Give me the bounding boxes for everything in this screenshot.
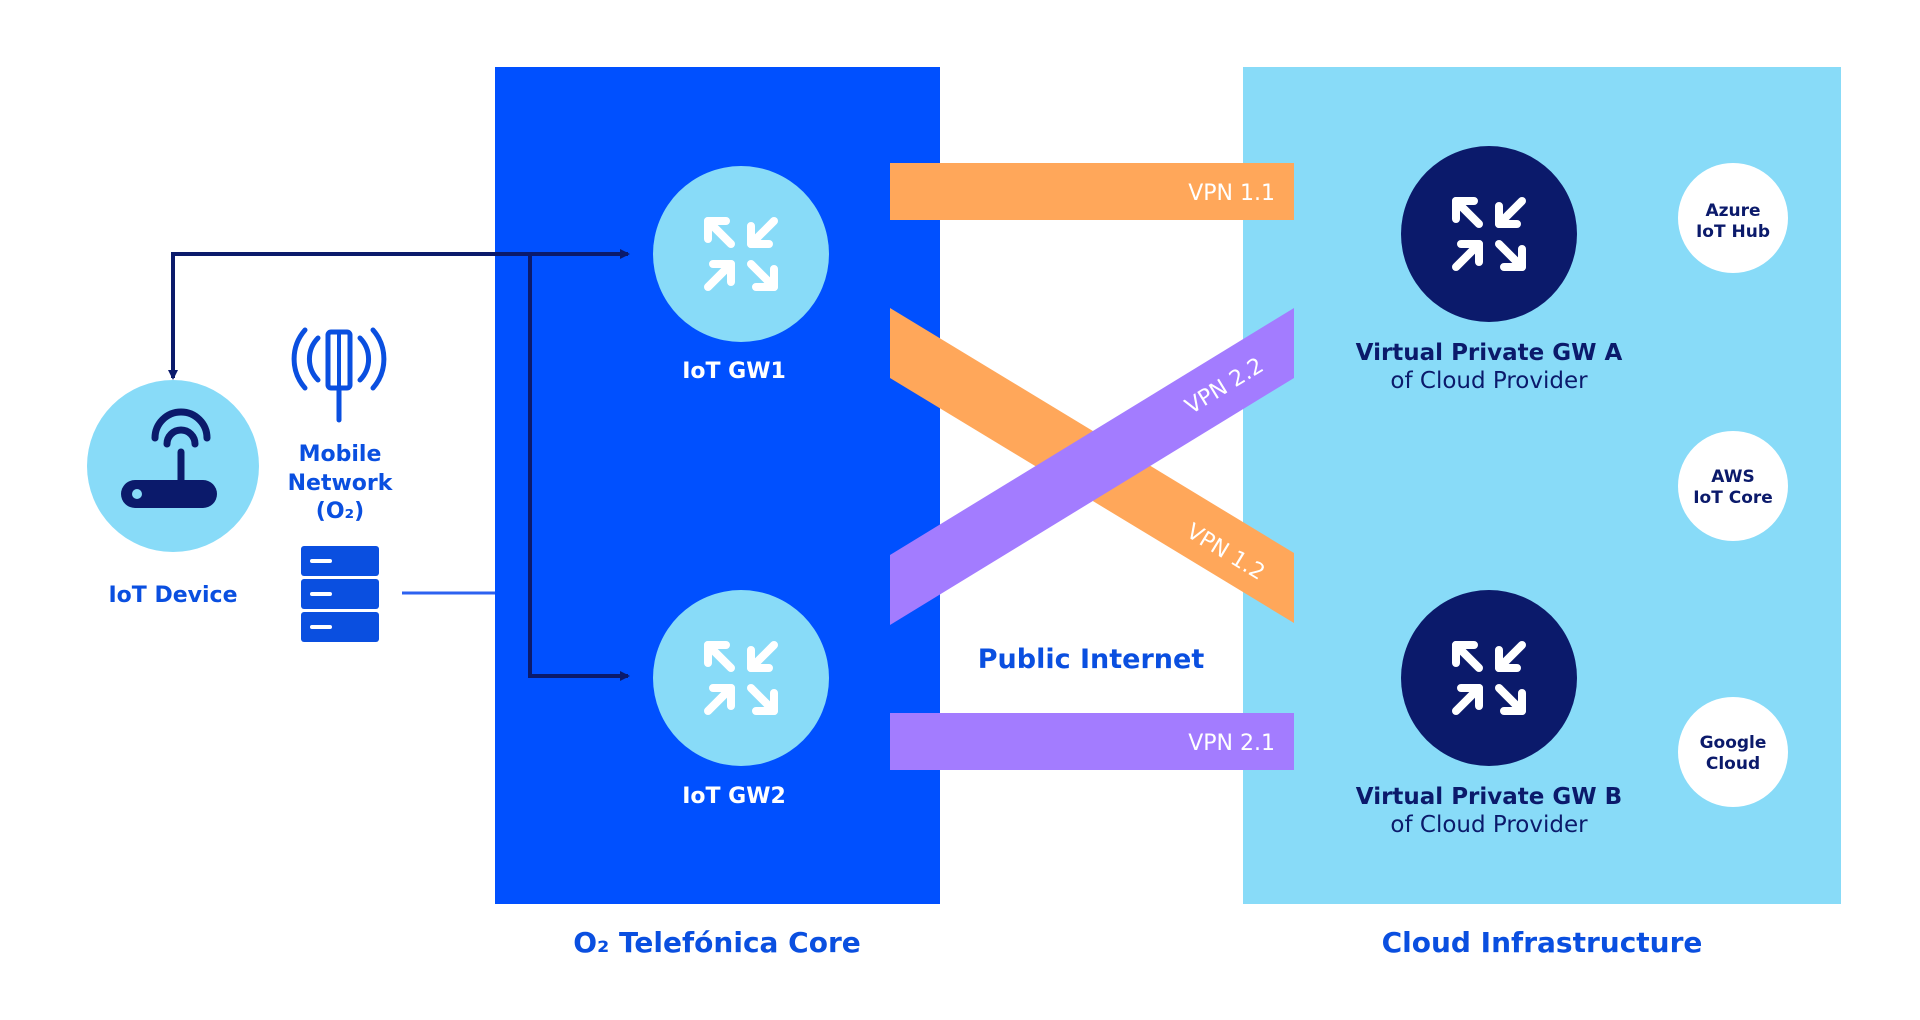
vpn-1-1-label: VPN 1.1 [1188, 181, 1275, 206]
vpn-2-1-label: VPN 2.1 [1188, 731, 1275, 756]
google-line1: Google [1700, 733, 1767, 753]
virtual-private-gw-a [1401, 146, 1577, 322]
vpn-2-2-band [890, 308, 1294, 625]
virtual-private-gw-b [1401, 590, 1577, 766]
iot-device-label: IoT Device [109, 583, 238, 608]
core-title: O₂ Telefónica Core [573, 926, 861, 959]
aws-line1: AWS [1711, 467, 1754, 487]
cell-tower-icon [291, 327, 387, 423]
server-rack-icon [301, 546, 379, 642]
google-line2: Cloud [1706, 754, 1760, 774]
gw2-arrow-line [528, 254, 630, 681]
azure-iot-hub-circle [1678, 163, 1788, 273]
gw-b-line1: Virtual Private GW B [1356, 784, 1622, 810]
azure-line2: IoT Hub [1696, 222, 1770, 242]
aws-iot-core-circle [1678, 431, 1788, 541]
gw-a-line2: of Cloud Provider [1390, 368, 1588, 394]
aws-line2: IoT Core [1693, 488, 1773, 508]
gw-a-line1: Virtual Private GW A [1356, 340, 1623, 366]
vpn-2-1-band [890, 713, 1294, 770]
iot-device [87, 380, 259, 552]
device-to-gw1-line [168, 252, 628, 380]
iot-gw1 [653, 166, 829, 342]
iot-gw2-label: IoT GW2 [682, 784, 786, 809]
mobile-network-line2: Network [288, 471, 394, 496]
google-cloud-circle [1678, 697, 1788, 807]
wifi-router-icon [121, 408, 217, 508]
vpn-1-1-band [890, 163, 1294, 220]
iot-gw2 [653, 590, 829, 766]
azure-line1: Azure [1705, 201, 1760, 221]
cloud-title: Cloud Infrastructure [1382, 926, 1703, 959]
mobile-network-line1: Mobile [299, 442, 382, 467]
public-internet-label: Public Internet [978, 644, 1205, 675]
iot-gw1-label: IoT GW1 [682, 359, 786, 384]
mobile-network-line3: (O₂) [316, 499, 364, 524]
gw-b-line2: of Cloud Provider [1390, 812, 1588, 838]
